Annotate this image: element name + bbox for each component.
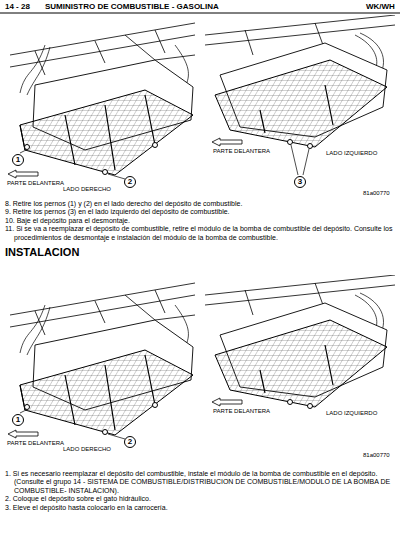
callout-number: 1	[12, 414, 24, 426]
model-code: WK/WH	[366, 2, 395, 11]
step-text: 9. Retire los pernos (3) en el lado izqu…	[5, 208, 400, 216]
callout-number: 2	[124, 436, 136, 448]
leader-lines	[20, 145, 309, 439]
side-label: LADO IZQUIERDO	[325, 410, 378, 417]
side-label: LADO IZQUIERDO	[325, 150, 378, 157]
page-header-title: SUMINISTRO DE COMBUSTIBLE - GASOLINA	[45, 2, 219, 11]
step-text: 8. Retire los pernos (1) y (2) en el lad…	[5, 200, 400, 208]
direction-label: PARTE DELANTERA	[212, 408, 271, 415]
callout-text: 3	[298, 178, 302, 186]
figure-code: 81a00770	[362, 190, 391, 197]
callout-number: 2	[124, 176, 136, 188]
step-text: 10. Baje el depósito para el desmontaje.	[5, 217, 400, 225]
step-text: 1. Si es necesario reemplazar el depósit…	[5, 470, 400, 495]
callout-text: 1	[16, 156, 20, 164]
direction-label: PARTE DELANTERA	[6, 180, 65, 187]
direction-label: PARTE DELANTERA	[212, 148, 271, 155]
figure-code: 81a00770	[362, 452, 391, 459]
callout-text: 2	[128, 178, 132, 186]
page-number: 14 - 28	[5, 2, 30, 11]
callout-text: 2	[128, 438, 132, 446]
step-text: 3. Eleve el depósito hasta colocarlo en …	[5, 504, 400, 512]
callout-number: 3	[294, 176, 306, 188]
step-text: 2. Coloque el depósito sobre el gato hid…	[5, 495, 400, 503]
callout-text: 1	[16, 416, 20, 424]
callout-number: 1	[12, 154, 24, 166]
step-text: 11. Si se va a reemplazar el depósito de…	[5, 225, 400, 242]
section-heading: INSTALACION	[5, 246, 79, 259]
side-label: LADO DERECHO	[62, 186, 112, 193]
side-label: LADO DERECHO	[62, 446, 112, 453]
direction-label: PARTE DELANTERA	[6, 440, 65, 447]
